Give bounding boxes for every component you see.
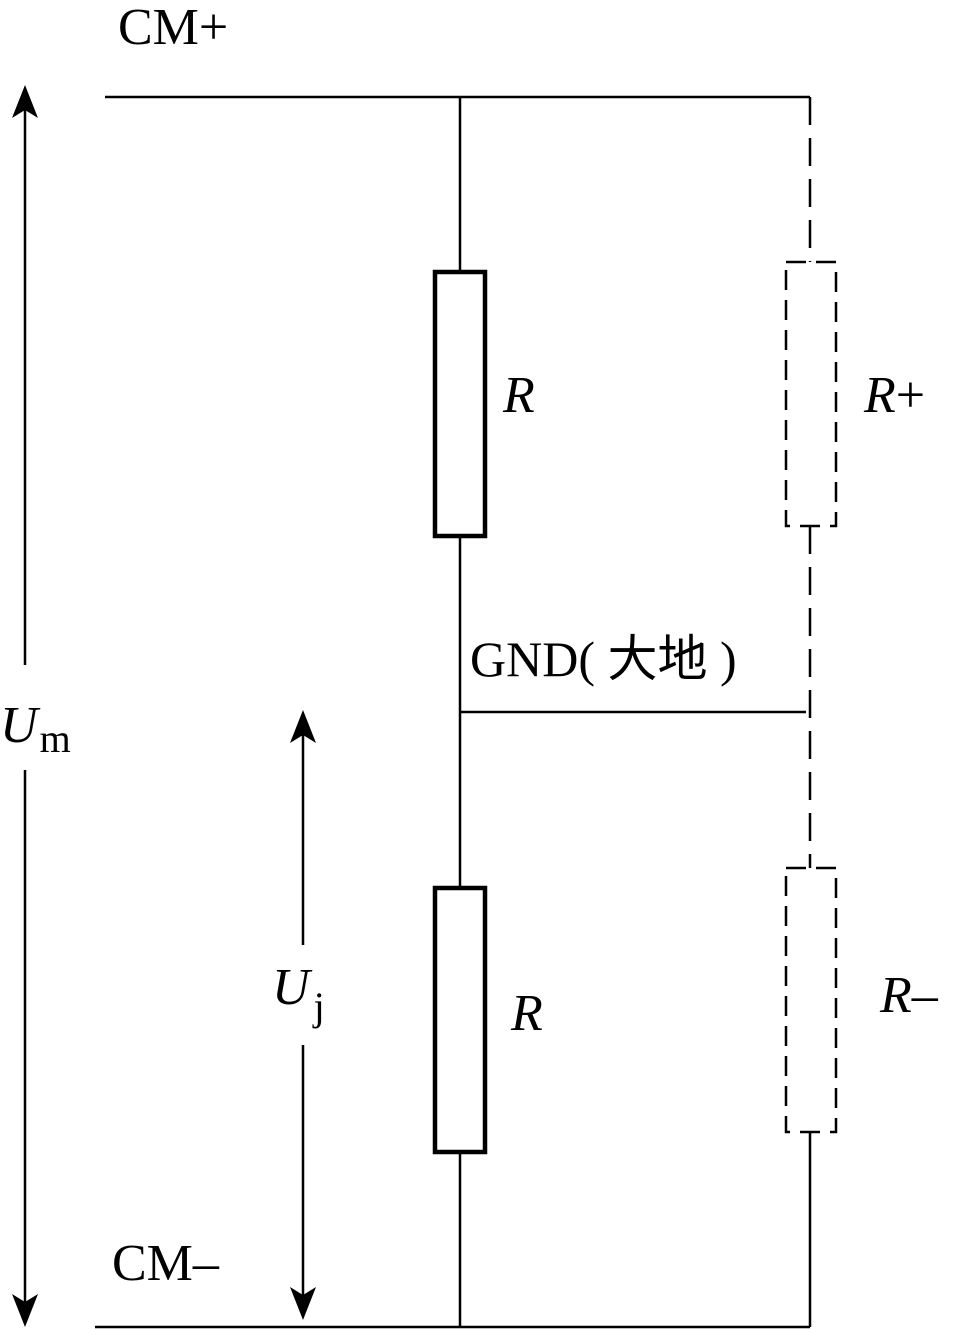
upper-resistor (432, 269, 488, 539)
lower-resistor-label: R (510, 985, 543, 1042)
leak-minus-suffix: – (911, 967, 939, 1024)
leak-plus-resistor (784, 260, 838, 528)
um-symbol: U (0, 697, 41, 754)
um-subscript: m (40, 716, 71, 761)
uj-symbol: U (272, 959, 313, 1016)
leak-minus-label: R– (879, 967, 939, 1024)
um-arrow-bottom-head (12, 1294, 38, 1327)
lower-resistor (432, 885, 488, 1155)
leak-minus-symbol: R (879, 967, 912, 1024)
leak-minus-resistor (784, 866, 838, 1134)
cm-plus-label: CM+ (118, 0, 228, 56)
cm-minus-label: CM– (112, 1235, 220, 1292)
uj-arrow-bottom-head (290, 1287, 316, 1320)
upper-resistor-label: R (502, 367, 535, 424)
uj-subscript: j (312, 984, 325, 1029)
leak-plus-symbol: R (863, 367, 896, 424)
um-arrow-top-head (12, 85, 38, 118)
um-label: Um (0, 697, 71, 761)
leak-plus-suffix: + (896, 367, 925, 424)
uj-arrow-top-head (290, 710, 316, 743)
leak-plus-label: R+ (863, 367, 925, 424)
ground-label: GND( 大地 ) (470, 631, 737, 687)
